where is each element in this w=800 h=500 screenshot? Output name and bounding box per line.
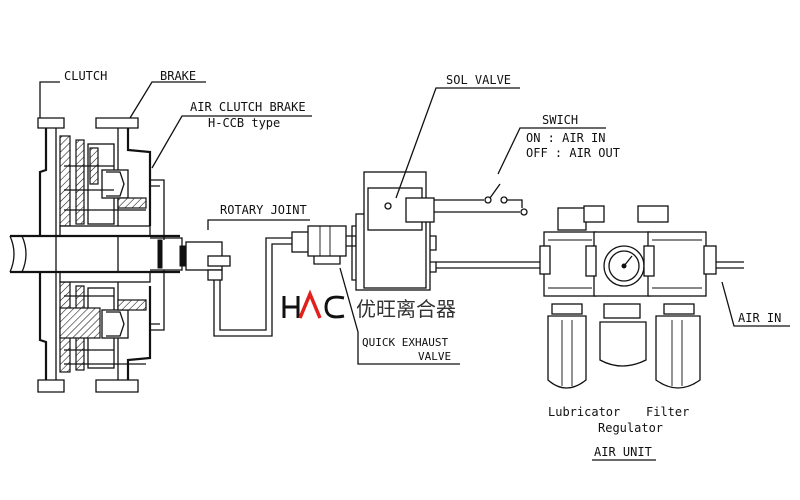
air-line-unit-to-valve bbox=[436, 261, 540, 269]
hac-watermark: 优旺离合器 bbox=[282, 289, 456, 321]
clutch-brake-assembly bbox=[9, 117, 183, 393]
hose-rotary-to-qev bbox=[213, 243, 292, 337]
solenoid-valve bbox=[351, 171, 437, 291]
quick-exhaust-valve-label: VALVE bbox=[418, 350, 451, 363]
filter-label: Filter bbox=[646, 405, 689, 419]
air-in-label: AIR IN bbox=[738, 311, 781, 325]
off-state-label: OFF : AIR OUT bbox=[526, 146, 620, 160]
hccb-type-label: H-CCB type bbox=[208, 116, 280, 130]
lubricator-label: Lubricator bbox=[548, 405, 620, 419]
watermark-text: 优旺离合器 bbox=[356, 297, 456, 321]
rotary-joint-label: ROTARY JOINT bbox=[220, 203, 307, 217]
leader-lines bbox=[39, 81, 790, 461]
air-in-line bbox=[716, 261, 744, 269]
on-state-label: ON : AIR IN bbox=[526, 131, 605, 145]
sol-valve-label: SOL VALVE bbox=[446, 73, 511, 87]
quick-exhaust-valve bbox=[291, 225, 357, 265]
switch bbox=[434, 183, 528, 216]
air-unit-label: AIR UNIT bbox=[594, 445, 652, 459]
swich-label: SWICH bbox=[542, 113, 578, 127]
clutch-label: CLUTCH bbox=[64, 69, 107, 83]
brake-label: BRAKE bbox=[160, 69, 196, 83]
air-unit bbox=[539, 205, 717, 389]
quick-exhaust-label: QUICK EXHAUST bbox=[362, 336, 448, 349]
regulator-label: Regulator bbox=[598, 421, 663, 435]
rotary-joint bbox=[179, 241, 231, 281]
air-clutch-brake-label: AIR CLUTCH BRAKE bbox=[190, 100, 306, 114]
